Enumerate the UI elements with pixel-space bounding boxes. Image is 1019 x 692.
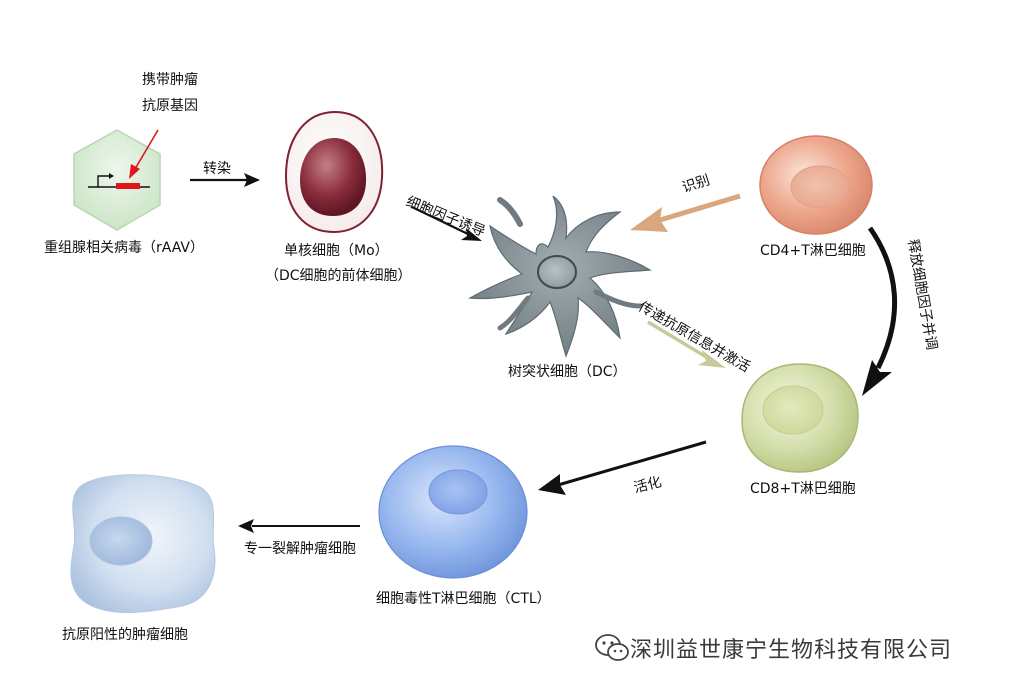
- dc-label: 树突状细胞（DC）: [508, 364, 627, 380]
- cd8-label: CD8+T淋巴细胞: [750, 481, 856, 497]
- cd8-t-cell: [741, 363, 859, 473]
- cd4-t-cell: [759, 135, 873, 235]
- tumor-antigen-gene: [116, 183, 140, 189]
- dc-nucleus: [537, 255, 577, 289]
- virus-capsid-shape: [73, 129, 161, 231]
- watermark: 深圳益世康宁生物科技有限公司: [594, 632, 952, 664]
- cd8-nucleus: [762, 385, 824, 435]
- dc-dendrite: [497, 295, 531, 331]
- ctl-label: 细胞毒性T淋巴细胞（CTL）: [376, 591, 551, 607]
- activate-arrow: [538, 440, 707, 495]
- monocyte-nucleus: [300, 138, 367, 216]
- cd4-nucleus: [790, 165, 850, 209]
- dc-dendrite: [593, 289, 643, 309]
- lyse-label: 专一裂解肿瘤细胞: [244, 541, 356, 557]
- dc-dendrite: [497, 197, 523, 227]
- gene-pointer-arrow: [129, 129, 159, 179]
- transmit-activate-arrow: [647, 320, 726, 368]
- release-cytokine-arrow: [862, 226, 898, 396]
- promoter-arrow-icon: [97, 175, 110, 187]
- raav-virus: [73, 129, 161, 231]
- tumor-nucleus: [89, 516, 153, 566]
- dendritic-cell: [468, 195, 652, 358]
- lyse-arrow: [238, 519, 360, 533]
- cytokine-induce-arrow: [411, 206, 482, 241]
- promoter-arrowhead-icon: [109, 173, 114, 179]
- watermark-text: 深圳益世康宁生物科技有限公司: [630, 638, 953, 663]
- tumor-cell: [70, 474, 216, 613]
- tumor-cell-label: 抗原阳性的肿瘤细胞: [62, 627, 188, 643]
- transfect-arrow: [190, 173, 260, 187]
- monocyte-note-label: （DC细胞的前体细胞）: [265, 268, 412, 284]
- ctl-nucleus: [428, 469, 488, 515]
- tumor-gene-label-line1: 携带肿瘤: [142, 72, 198, 88]
- cd4-label: CD4+T淋巴细胞: [760, 243, 866, 259]
- monocyte-label: 单核细胞（Mo）: [284, 243, 389, 259]
- raav-label: 重组腺相关病毒（rAAV）: [44, 240, 204, 256]
- ctl-cell: [378, 445, 528, 579]
- tumor-gene-label-line2: 抗原基因: [142, 98, 198, 114]
- monocyte-cell: [284, 110, 384, 234]
- transfect-label: 转染: [203, 161, 231, 177]
- wechat-icon: [595, 634, 629, 661]
- recognize-arrow: [630, 193, 741, 232]
